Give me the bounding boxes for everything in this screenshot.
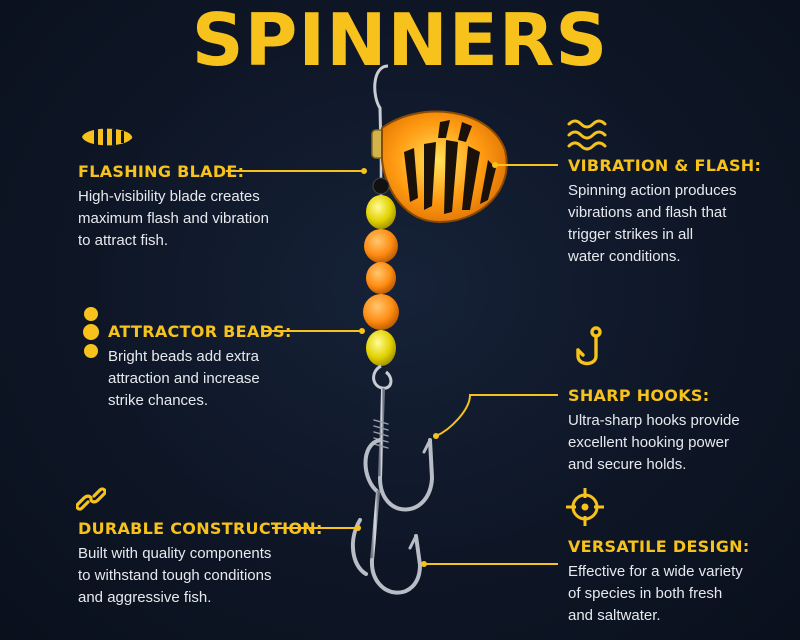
feature-sharp-hooks: SHARP HOOKS: Ultra-sharp hooks provide e… bbox=[568, 386, 788, 476]
beads-icon bbox=[83, 307, 99, 358]
desc-line: Bright beads add extra bbox=[108, 348, 259, 365]
feature-title: DURABLE CONSTRUCTION: bbox=[78, 519, 323, 538]
feature-title: SHARP HOOKS: bbox=[568, 386, 710, 405]
desc-line: Spinning action produces bbox=[568, 182, 737, 199]
hook-lower bbox=[350, 490, 423, 595]
attractor-bead-stack bbox=[363, 195, 399, 366]
feature-description: Ultra-sharp hooks provide excellent hook… bbox=[568, 410, 788, 476]
desc-line: vibrations and flash that bbox=[568, 204, 727, 221]
feature-durable-construction: DURABLE CONSTRUCTION: Built with quality… bbox=[78, 519, 358, 609]
desc-line: strike chances. bbox=[108, 392, 209, 409]
desc-line: maximum flash and vibration bbox=[78, 210, 269, 227]
bead-orange-1 bbox=[364, 229, 398, 263]
feature-vibration-flash: VIBRATION & FLASH: Spinning action produ… bbox=[568, 156, 788, 268]
bead-orange-3 bbox=[363, 294, 399, 330]
feature-title: VERSATILE DESIGN: bbox=[568, 537, 750, 556]
hook-icon bbox=[576, 326, 602, 366]
feature-description: High-visibility blade creates maximum fl… bbox=[78, 186, 348, 252]
feature-title: ATTRACTOR BEADS: bbox=[108, 322, 292, 341]
leader-sharp-hooks bbox=[435, 394, 558, 437]
bead-yellow-2 bbox=[366, 330, 396, 366]
black-bead bbox=[372, 177, 390, 195]
hook-upper bbox=[363, 388, 435, 512]
desc-line: water conditions. bbox=[568, 248, 681, 265]
desc-line: of species in both fresh bbox=[568, 585, 723, 602]
bead-yellow-1 bbox=[366, 195, 396, 229]
feature-attractor-beads: ATTRACTOR BEADS: Bright beads add extra … bbox=[108, 322, 348, 412]
desc-line: and saltwater. bbox=[568, 607, 661, 624]
feature-description: Spinning action produces vibrations and … bbox=[568, 180, 788, 268]
desc-line: to attract fish. bbox=[78, 232, 169, 249]
bead-orange-2 bbox=[366, 262, 396, 294]
feature-description: Effective for a wide variety of species … bbox=[568, 561, 788, 627]
desc-line: High-visibility blade creates bbox=[78, 188, 260, 205]
feature-description: Bright beads add extra attraction and in… bbox=[108, 346, 348, 412]
waves-icon bbox=[567, 119, 607, 151]
blade-icon bbox=[82, 128, 133, 146]
desc-line: and secure holds. bbox=[568, 456, 687, 473]
feature-description: Built with quality components to withsta… bbox=[78, 543, 358, 609]
wire-eye bbox=[372, 364, 393, 390]
desc-line: Effective for a wide variety bbox=[568, 563, 743, 580]
desc-line: trigger strikes in all bbox=[568, 226, 694, 243]
desc-line: excellent hooking power bbox=[568, 434, 729, 451]
crosshair-icon bbox=[566, 488, 604, 526]
desc-line: to withstand tough conditions bbox=[78, 567, 272, 584]
desc-line: attraction and increase bbox=[108, 370, 260, 387]
chain-link-icon bbox=[76, 487, 106, 511]
desc-line: and aggressive fish. bbox=[78, 589, 212, 606]
leader-lines bbox=[226, 162, 558, 567]
desc-line: Built with quality components bbox=[78, 545, 272, 562]
feature-versatile-design: VERSATILE DESIGN: Effective for a wide v… bbox=[568, 537, 788, 627]
blade bbox=[381, 110, 508, 224]
desc-line: Ultra-sharp hooks provide bbox=[568, 412, 740, 429]
feature-flashing-blade: FLASHING BLADE: High-visibility blade cr… bbox=[78, 162, 348, 252]
page-title: SPINNERS bbox=[191, 0, 609, 82]
feature-title: FLASHING BLADE: bbox=[78, 162, 245, 181]
feature-title: VIBRATION & FLASH: bbox=[568, 156, 762, 175]
